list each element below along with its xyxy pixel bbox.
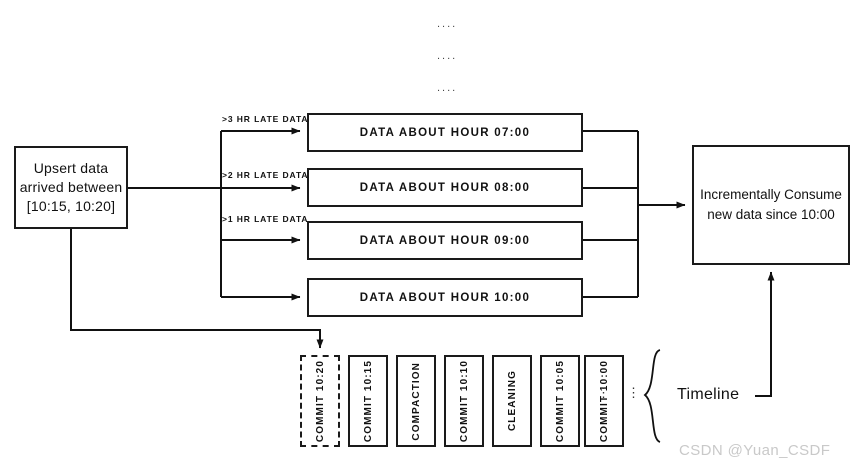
edge-label-1hr-late: >1 HR LATE DATA bbox=[222, 214, 309, 224]
hour-box-09[interactable]: DATA ABOUT HOUR 09:00 bbox=[307, 221, 583, 260]
incremental-consume-text: Incrementally Consume new data since 10:… bbox=[700, 185, 842, 224]
commit-box-1000[interactable]: COMMIT 10:00 bbox=[584, 355, 624, 447]
commit-box-pending[interactable]: COMMIT 10:20 bbox=[300, 355, 340, 447]
timeline-ellipsis: ⋮ bbox=[597, 385, 610, 400]
upsert-line-2: arrived between bbox=[19, 179, 123, 196]
edge-timeline-to-consume bbox=[755, 271, 775, 397]
watermark: CSDN @Yuan_CSDF bbox=[679, 442, 831, 459]
commit-label: CLEANING bbox=[506, 370, 518, 432]
incremental-consume-node[interactable]: Incrementally Consume new data since 10:… bbox=[692, 145, 850, 265]
hour-box-07[interactable]: DATA ABOUT HOUR 07:00 bbox=[307, 113, 583, 152]
commit-box-1015[interactable]: COMMIT 10:15 bbox=[348, 355, 388, 447]
edge-label-3hr-late: >3 HR LATE DATA bbox=[222, 114, 309, 124]
timeline-ellipsis: ⋮ bbox=[627, 385, 640, 400]
edge-label-2hr-late: >2 HR LATE DATA bbox=[222, 170, 309, 180]
edge-to-pending-commit bbox=[70, 229, 324, 349]
commit-box-1010[interactable]: COMMIT 10:10 bbox=[444, 355, 484, 447]
commit-box-compaction[interactable]: COMPACTION bbox=[396, 355, 436, 447]
commit-label: COMMIT 10:20 bbox=[314, 359, 326, 443]
hour-box-10[interactable]: DATA ABOUT HOUR 10:00 bbox=[307, 278, 583, 317]
top-ellipsis-row: .... bbox=[437, 82, 458, 94]
timeline-label: Timeline bbox=[677, 386, 740, 403]
upsert-source-text: Upsert data arrived between [10:15, 10:2… bbox=[20, 159, 123, 216]
upsert-source-node[interactable]: Upsert data arrived between [10:15, 10:2… bbox=[14, 146, 128, 229]
hour-box-08[interactable]: DATA ABOUT HOUR 08:00 bbox=[307, 168, 583, 207]
consume-line-2: new data since 10:00 bbox=[707, 207, 835, 222]
upsert-line-1: Upsert data bbox=[33, 160, 109, 177]
commit-box-1005[interactable]: COMMIT 10:05 bbox=[540, 355, 580, 447]
commit-label: COMMIT 10:00 bbox=[598, 359, 610, 443]
upsert-line-3: [10:15, 10:20] bbox=[26, 197, 116, 214]
commit-box-cleaning[interactable]: CLEANING bbox=[492, 355, 532, 447]
commit-label: COMPACTION bbox=[410, 361, 422, 441]
commit-label: COMMIT 10:05 bbox=[554, 359, 566, 443]
commit-label: COMMIT 10:15 bbox=[362, 359, 374, 443]
commit-label: COMMIT 10:10 bbox=[458, 359, 470, 443]
timeline-brace bbox=[643, 349, 661, 443]
consume-line-1: Incrementally Consume bbox=[700, 187, 842, 203]
top-ellipsis-row: .... bbox=[437, 50, 458, 62]
top-ellipsis-row: .... bbox=[437, 18, 458, 30]
